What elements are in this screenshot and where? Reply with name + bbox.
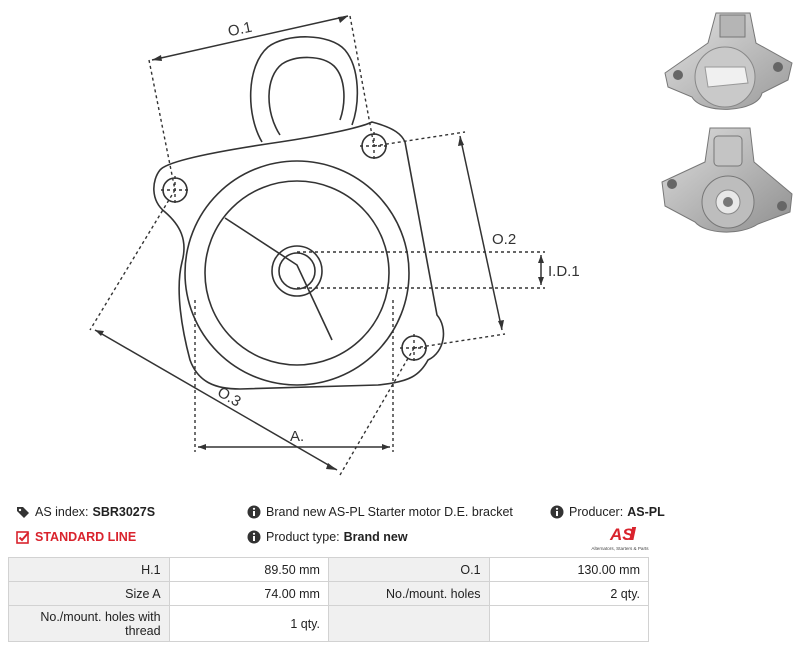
checkbox-checked-icon	[16, 531, 30, 544]
description-text: Brand new AS-PL Starter motor D.E. brack…	[266, 505, 513, 519]
pinion-window	[224, 217, 333, 341]
producer-row: Producer: AS-PL	[550, 505, 665, 519]
bracket-top-loop	[249, 36, 359, 143]
info-icon	[247, 530, 261, 544]
dim-label-o3: O.3	[214, 384, 243, 411]
bracket-top-loop-inner	[268, 56, 345, 136]
spec-key: No./mount. holes	[327, 581, 490, 606]
product-type-value: Brand new	[343, 530, 408, 544]
dim-label-a: A.	[290, 428, 304, 445]
product-type-label: Product type:	[266, 530, 340, 544]
spec-value: 1 qty.	[168, 605, 329, 642]
spec-value	[488, 605, 650, 642]
dim-line-o2	[459, 135, 503, 331]
as-index-label: AS index:	[35, 505, 89, 519]
spec-value: 130.00 mm	[488, 557, 650, 582]
product-type-row: Product type: Brand new	[247, 530, 408, 544]
technical-drawing: O.1 O.2 O.3 I.D.1 A.	[89, 15, 580, 476]
product-photo-back	[661, 127, 793, 233]
dim-line-o1	[151, 15, 349, 61]
info-icon	[550, 505, 564, 519]
as-index-value: SBR3027S	[92, 505, 156, 519]
specs-table: H.1 89.50 mm O.1 130.00 mm Size A 74.00 …	[8, 557, 650, 642]
description-row: Brand new AS-PL Starter motor D.E. brack…	[247, 505, 513, 519]
housing-outer-circle	[184, 160, 410, 386]
as-pl-logo: AS Alternators, Starters & Parts	[591, 525, 649, 551]
product-line-label: STANDARD LINE	[35, 530, 137, 544]
bracket-outline	[153, 121, 445, 390]
table-row: Size A 74.00 mm No./mount. holes 2 qty.	[8, 581, 650, 606]
product-line-row: STANDARD LINE	[16, 530, 136, 544]
dim-label-id1: I.D.1	[548, 263, 580, 280]
dim-label-o1: O.1	[226, 19, 253, 41]
bushing-outer	[271, 245, 323, 297]
tags-icon	[17, 507, 29, 518]
housing-inner-circle	[204, 180, 390, 366]
spec-key	[327, 605, 490, 642]
info-icon	[247, 505, 261, 519]
spec-key: No./mount. holes with thread	[8, 605, 170, 642]
producer-value: AS-PL	[627, 505, 665, 519]
producer-label: Producer:	[569, 505, 624, 519]
product-photo-front	[664, 12, 793, 110]
table-row: H.1 89.50 mm O.1 130.00 mm	[8, 557, 650, 582]
table-row: No./mount. holes with thread 1 qty.	[8, 605, 650, 642]
bushing-inner	[278, 252, 316, 290]
spec-value: 74.00 mm	[168, 581, 329, 606]
spec-key: O.1	[327, 557, 490, 582]
spec-value: 89.50 mm	[168, 557, 329, 582]
spec-key: Size A	[8, 581, 170, 606]
spec-value: 2 qty.	[488, 581, 650, 606]
spec-key: H.1	[8, 557, 170, 582]
logo-text: AS	[609, 525, 634, 544]
as-index-row: AS index: SBR3027S	[16, 505, 155, 519]
dim-label-o2: O.2	[492, 231, 516, 248]
logo-tagline: Alternators, Starters & Parts	[591, 546, 649, 551]
